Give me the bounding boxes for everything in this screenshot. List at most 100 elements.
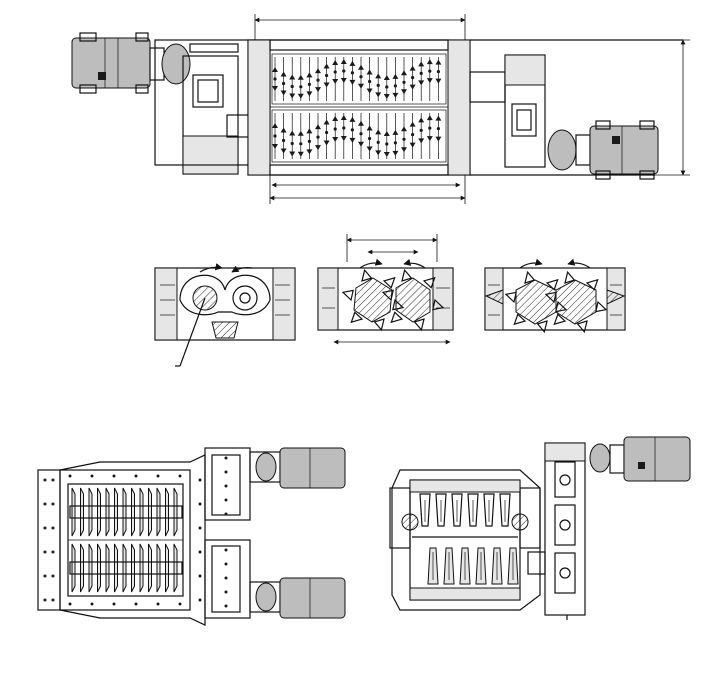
bolt-dot bbox=[156, 474, 160, 478]
cutter-disc bbox=[114, 543, 118, 593]
cutter-hook bbox=[504, 291, 517, 304]
cutter-hook bbox=[382, 276, 396, 289]
rotor-tooth bbox=[340, 59, 347, 65]
bottom-right-blades bbox=[412, 493, 519, 585]
cutter-disc bbox=[71, 487, 76, 537]
cutter-hook bbox=[553, 313, 567, 326]
cutter-disc bbox=[105, 487, 110, 537]
rotor-outline bbox=[271, 109, 447, 163]
rotor-tooth bbox=[272, 67, 278, 72]
rotor-tooth bbox=[297, 151, 304, 157]
cutter-disc bbox=[156, 543, 161, 593]
bolt-dot bbox=[112, 602, 116, 606]
rotor-bolt bbox=[316, 78, 320, 82]
rotor-outline bbox=[271, 53, 447, 105]
rotor-tooth bbox=[375, 73, 382, 79]
bolt-dot bbox=[43, 526, 47, 530]
bolt-dot bbox=[51, 502, 55, 506]
rotor-tooth bbox=[392, 129, 399, 135]
cutter-disc bbox=[156, 487, 161, 537]
rotor-bolt bbox=[368, 136, 372, 141]
upper-blade bbox=[467, 493, 479, 527]
rotor-tooth bbox=[332, 60, 339, 66]
rotor-tooth bbox=[315, 124, 321, 130]
bolt-dot bbox=[90, 474, 94, 478]
rotor-tooth bbox=[418, 80, 425, 86]
rotor-bolt bbox=[402, 137, 406, 141]
rotor-tooth bbox=[306, 128, 313, 134]
rotor-bolt bbox=[419, 128, 423, 133]
cutter-disc bbox=[131, 543, 135, 593]
section-view-middle bbox=[317, 234, 454, 345]
bolt-dot bbox=[198, 478, 202, 482]
rotor-bolt bbox=[325, 130, 329, 135]
rotor-tooth bbox=[349, 60, 356, 66]
top-dimension-lines bbox=[254, 14, 690, 204]
cutter-hook bbox=[513, 313, 527, 326]
cutter-disc bbox=[173, 543, 178, 593]
rotor-bolt bbox=[436, 70, 440, 74]
rotor-tooth bbox=[426, 136, 433, 142]
cutter-hook bbox=[524, 270, 536, 284]
bolt-dot bbox=[156, 602, 160, 606]
bolt-dot bbox=[224, 604, 228, 608]
cutter-hook bbox=[392, 298, 405, 311]
rotor-tooth bbox=[418, 61, 425, 67]
rotor-bolt bbox=[307, 82, 311, 87]
rotor-bolt bbox=[316, 135, 320, 139]
rotor-tooth bbox=[323, 63, 330, 69]
cutter-disc bbox=[97, 543, 101, 593]
rotor-tooth bbox=[383, 151, 390, 157]
rotor-tooth bbox=[289, 151, 296, 157]
bolt-dot bbox=[112, 474, 116, 478]
rotor-tooth bbox=[280, 148, 287, 154]
rotor-bolt bbox=[342, 126, 346, 130]
bolt-dot bbox=[51, 598, 55, 602]
rotor-bolt bbox=[411, 133, 415, 137]
rotor-tooth bbox=[358, 141, 364, 147]
bolt-dot bbox=[198, 550, 202, 554]
bolt-dot bbox=[51, 574, 55, 578]
cutter-hook bbox=[341, 289, 354, 302]
cutter-hook bbox=[544, 291, 557, 304]
rotor-bolt bbox=[273, 134, 277, 138]
cutter-hook bbox=[422, 276, 436, 289]
bolt-dot bbox=[224, 456, 228, 460]
bottom-left-rotor-teeth bbox=[69, 487, 183, 593]
bolt-dot bbox=[198, 526, 202, 530]
rotor-tooth bbox=[426, 78, 433, 84]
rotor-tooth bbox=[401, 126, 407, 132]
bolt-dot bbox=[134, 602, 138, 606]
cutter-disc bbox=[139, 543, 144, 593]
rotor-bolt bbox=[299, 85, 303, 89]
rotor-bolt bbox=[273, 77, 277, 81]
bolt-dot bbox=[224, 548, 228, 552]
rotor-tooth bbox=[306, 91, 313, 97]
rotor-tooth bbox=[409, 121, 416, 127]
top-main-frame bbox=[154, 39, 683, 176]
cutter-disc bbox=[131, 487, 135, 537]
rotor-tooth bbox=[272, 123, 278, 128]
bolt-dot bbox=[68, 602, 72, 606]
lower-rotor bbox=[271, 109, 447, 163]
cutter-hook bbox=[576, 320, 588, 334]
rotor-tooth bbox=[272, 144, 278, 149]
cutter-hook bbox=[413, 318, 425, 332]
bolt-dot bbox=[224, 590, 228, 594]
bolt-dot bbox=[224, 576, 228, 580]
cutter-disc bbox=[80, 543, 84, 593]
rotor-tooth bbox=[409, 142, 416, 148]
rotor-tooth bbox=[315, 87, 321, 93]
rotor-bolt bbox=[325, 73, 329, 78]
bolt-dot bbox=[68, 474, 72, 478]
cutter-hook bbox=[545, 278, 559, 291]
cutter-hook bbox=[585, 278, 599, 291]
rotor-tooth bbox=[409, 65, 416, 71]
left-motor-assembly bbox=[71, 32, 256, 175]
rotor-tooth bbox=[332, 116, 339, 122]
rotor-tooth bbox=[426, 115, 433, 121]
rotor-tooth bbox=[401, 147, 407, 153]
bolt-dot bbox=[51, 526, 55, 530]
